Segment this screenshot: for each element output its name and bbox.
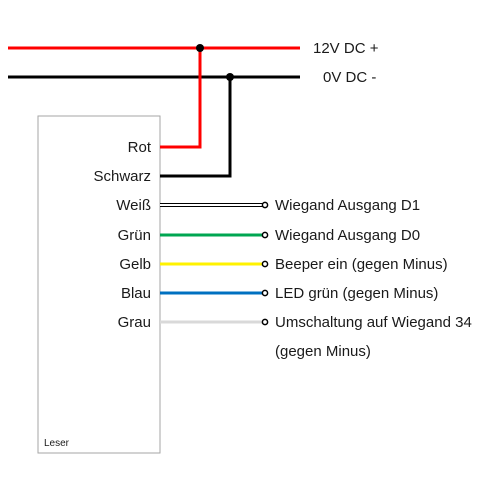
junction-negative (226, 73, 234, 81)
wire-label-schwarz: Schwarz (93, 168, 151, 185)
target-label-gruen: Wiegand Ausgang D0 (275, 227, 420, 244)
terminal-weiss (261, 201, 269, 209)
wire-rot (160, 48, 202, 149)
target-label-grau: Umschaltung auf Wiegand 34 (275, 314, 472, 331)
wire-label-grau: Grau (118, 314, 151, 331)
target-label-grau-line2: (gegen Minus) (275, 343, 371, 360)
target-label-weiss: Wiegand Ausgang D1 (275, 197, 420, 214)
reader-device-box (37, 115, 161, 454)
wire-label-weiss: Weiß (116, 197, 151, 214)
target-label-gelb: Beeper ein (gegen Minus) (275, 256, 448, 273)
terminal-gruen (261, 231, 269, 239)
wire-schwarz (160, 77, 232, 178)
terminal-grau (261, 318, 269, 326)
bus-positive-label: 12V DC + (313, 40, 379, 57)
target-label-blau: LED grün (gegen Minus) (275, 285, 438, 302)
bus-negative-label: 0V DC - (323, 69, 376, 86)
wire-label-gelb: Gelb (119, 256, 151, 273)
junction-positive (196, 44, 204, 52)
terminal-gelb (261, 260, 269, 268)
terminal-blau (261, 289, 269, 297)
wire-label-gruen: Grün (118, 227, 151, 244)
reader-device-label: Leser (44, 438, 70, 449)
wire-label-blau: Blau (121, 285, 151, 302)
wire-label-rot: Rot (128, 139, 152, 156)
